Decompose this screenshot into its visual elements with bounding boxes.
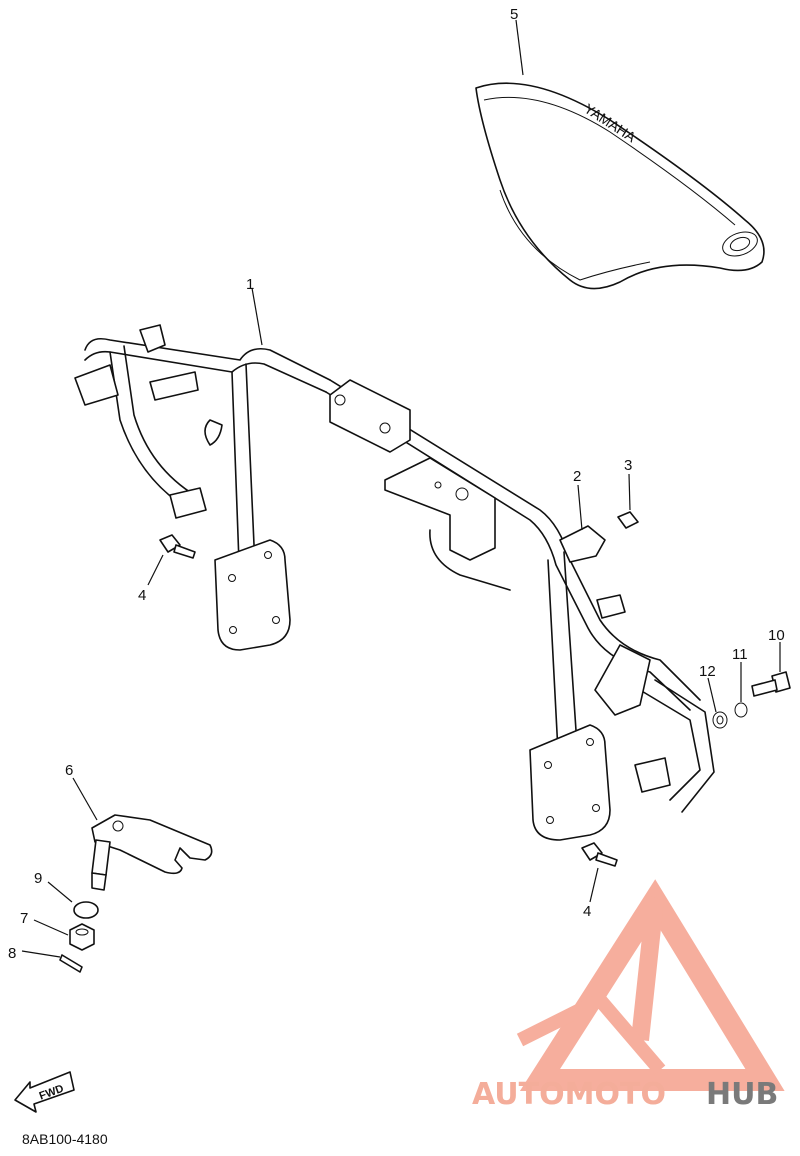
- stay-plate: [91, 814, 213, 891]
- callout-4-right: 4: [583, 903, 591, 920]
- callout-11: 11: [732, 646, 748, 663]
- bolt-left: [159, 534, 196, 559]
- callout-8: 8: [8, 945, 16, 962]
- nut-7: [69, 923, 95, 951]
- watermark-part1: AUTOMOTO: [472, 1077, 666, 1112]
- callout-12: 12: [699, 663, 716, 680]
- watermark-logo: [516, 879, 785, 1091]
- callout-4-left: 4: [138, 587, 146, 604]
- callout-2: 2: [573, 468, 581, 485]
- washer-12: [712, 711, 728, 729]
- bolt-right: [581, 842, 618, 867]
- watermark-text: AUTOMOTO HUB: [472, 1077, 778, 1112]
- callout-9: 9: [34, 870, 42, 887]
- frame-plates: [74, 324, 671, 841]
- callout-7: 7: [20, 910, 28, 927]
- spring-washer-11: [734, 702, 748, 718]
- leader-lines: [21, 19, 781, 958]
- fwd-arrow-icon: FWD: [14, 1071, 75, 1113]
- callout-3: 3: [624, 457, 632, 474]
- cotter-pin-8: [59, 954, 83, 973]
- watermark-part2: HUB: [706, 1077, 778, 1112]
- callouts: 5 1 2 3 4 4 6 7 8 9 10 11 12: [8, 6, 785, 962]
- washer-9: [73, 901, 99, 919]
- callout-5: 5: [510, 6, 518, 23]
- callout-6: 6: [65, 762, 73, 779]
- clamp-block: [559, 525, 606, 563]
- callout-10: 10: [768, 627, 785, 644]
- bolt-small: [617, 511, 639, 529]
- bolt-10: [751, 671, 791, 697]
- callout-1: 1: [246, 276, 254, 293]
- handlebar-cover: YAMAHA: [475, 82, 765, 290]
- diagram-code: 8AB100-4180: [22, 1131, 108, 1147]
